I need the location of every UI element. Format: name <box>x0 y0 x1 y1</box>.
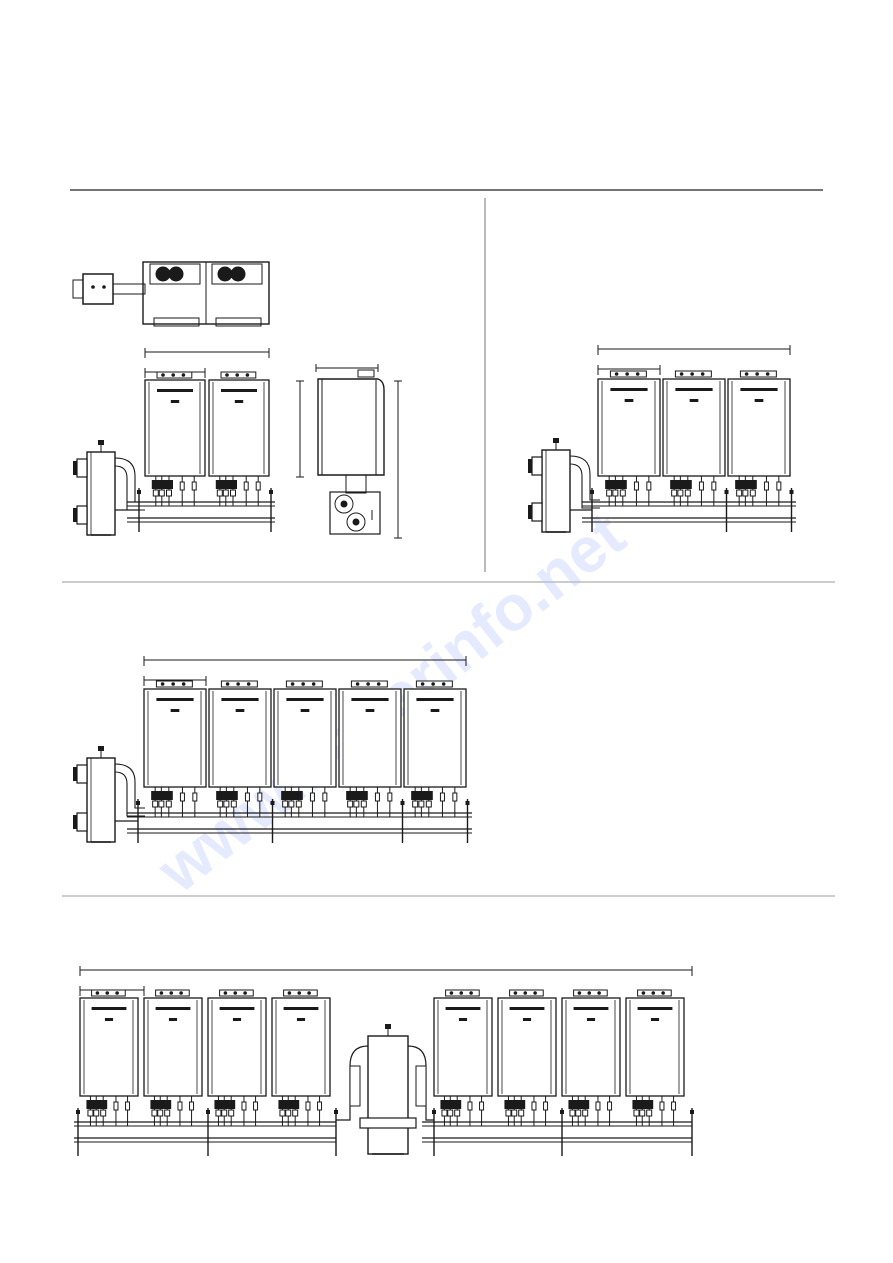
boiler-unit <box>80 990 138 1126</box>
cascade-2-boilers <box>73 348 275 535</box>
hydraulic-separator <box>73 746 145 842</box>
manifold-header <box>422 1122 692 1142</box>
cascade-3-boilers <box>528 345 796 532</box>
boiler-unit <box>339 681 401 817</box>
boiler-unit <box>663 371 725 506</box>
boiler-unit <box>144 990 202 1126</box>
dimension-line <box>80 966 692 976</box>
cascade-8-boilers <box>74 966 694 1156</box>
boiler-unit <box>626 990 684 1126</box>
boiler-unit <box>434 990 492 1126</box>
boiler-unit <box>272 990 330 1126</box>
dimension-line <box>598 345 790 355</box>
manifold-header <box>582 502 796 522</box>
boiler-unit <box>598 371 660 506</box>
boiler-unit <box>144 681 206 817</box>
central-separator <box>336 1024 434 1154</box>
boiler-unit <box>728 371 790 506</box>
manifold-header <box>74 1122 336 1142</box>
manifold-header <box>127 502 275 522</box>
boiler-unit <box>209 372 269 506</box>
boiler-unit <box>562 990 620 1126</box>
side-view-boiler <box>296 364 402 538</box>
section-dividers <box>62 190 835 896</box>
hydraulic-separator <box>73 440 145 535</box>
boiler-unit <box>404 681 466 817</box>
plan-view-2-boilers <box>73 262 269 326</box>
boiler-unit <box>145 372 205 506</box>
boiler-unit <box>498 990 556 1126</box>
cascade-drawings <box>73 345 796 1156</box>
dimension-line <box>145 348 269 358</box>
boiler-unit <box>208 990 266 1126</box>
